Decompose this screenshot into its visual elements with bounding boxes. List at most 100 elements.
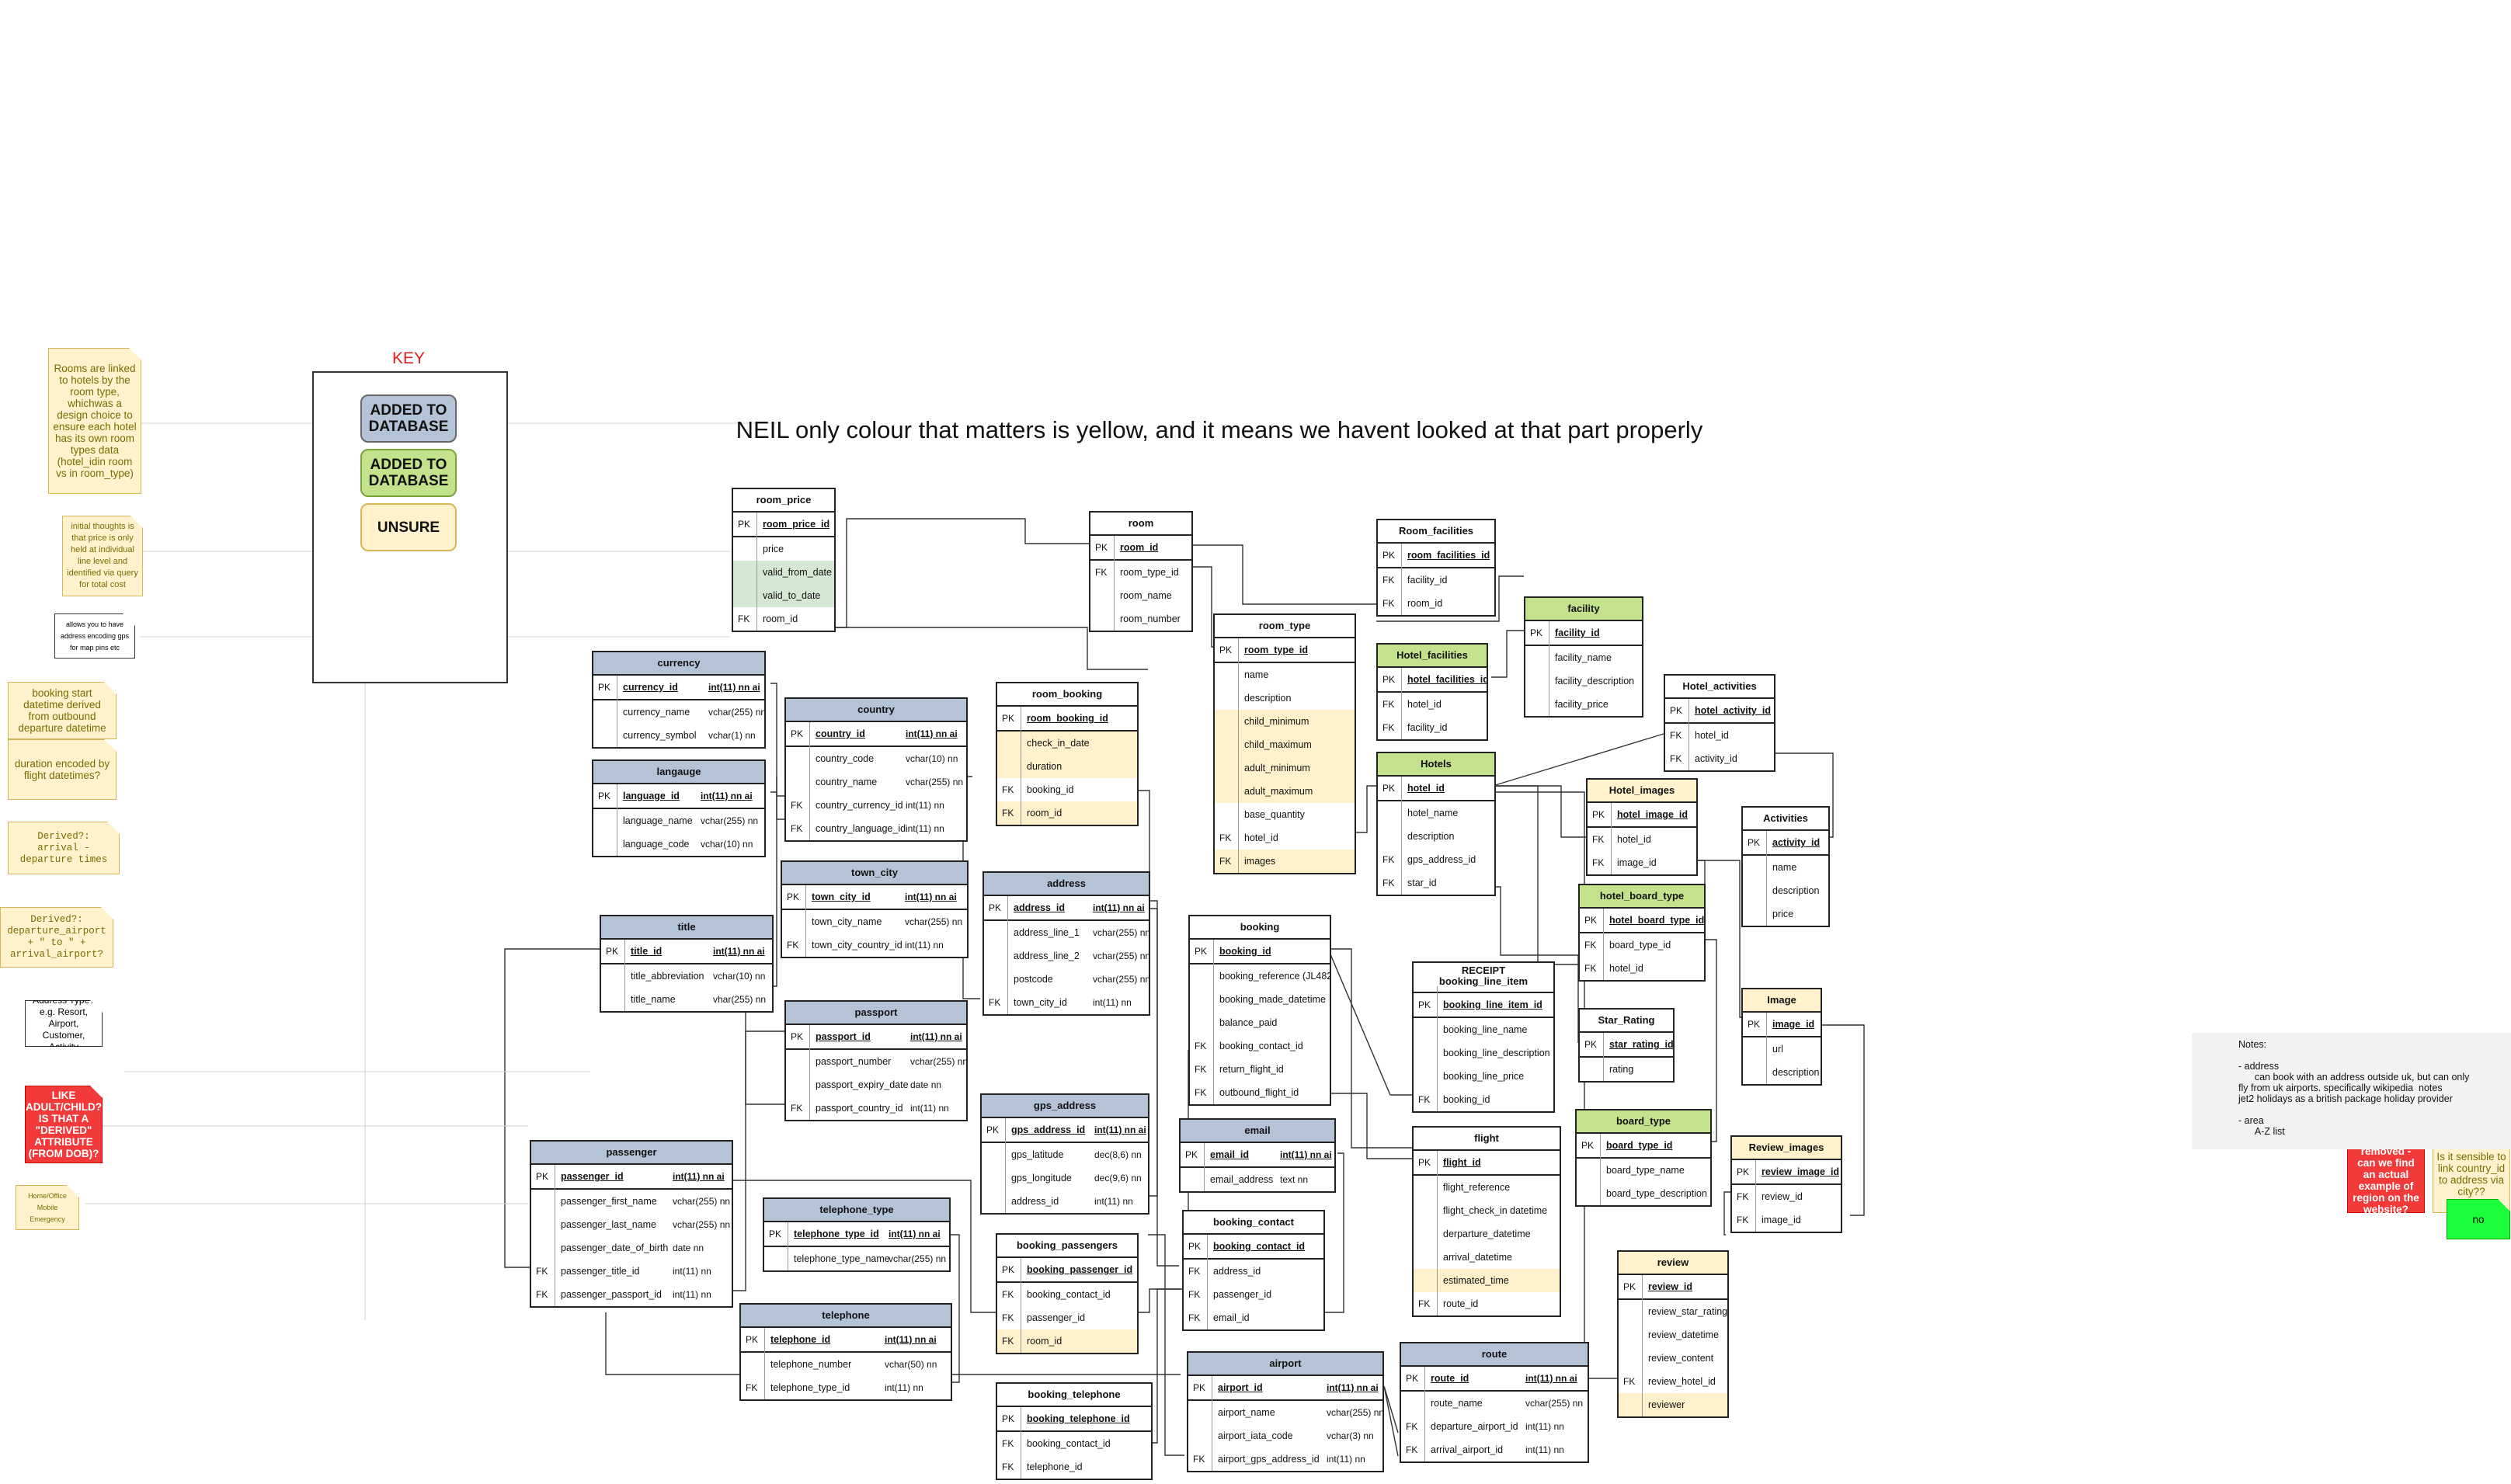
attribute-row[interactable]: valid_to_date [733,584,834,607]
sticky-note[interactable]: duration encoded by flight datetimes? [8,739,117,800]
attribute-row[interactable]: description [1215,686,1355,710]
attribute-row[interactable]: child_maximum [1215,733,1355,756]
attribute-row[interactable]: derparture_datetime [1414,1222,1560,1246]
attribute-row[interactable]: adult_maximum [1215,780,1355,803]
attribute-row[interactable]: rating [1580,1058,1673,1081]
sticky-note[interactable]: Home/Office Mobile Emergency [16,1185,79,1230]
attribute-row[interactable]: url [1743,1037,1821,1061]
attribute-row[interactable]: booking_reference (JL482 [1190,964,1330,988]
attribute-row[interactable]: flight_reference [1414,1176,1560,1199]
attribute-row[interactable]: booking_line_name [1414,1018,1553,1041]
attribute-row[interactable]: check_in_date [997,732,1137,755]
attribute-row[interactable]: estimated_time [1414,1269,1560,1292]
sticky-note[interactable]: booking start datetime derived from outb… [8,682,117,739]
sticky-note[interactable]: initial thoughts is that price is only h… [62,516,143,596]
sticky-note[interactable]: no [2447,1199,2510,1239]
attribute-row[interactable]: review_star_rating [1619,1300,1727,1323]
attribute-row[interactable]: description [1743,1061,1821,1084]
attribute-row[interactable]: description [1378,825,1494,848]
attribute-row[interactable]: child_minimum [1215,710,1355,733]
attribute-row[interactable]: adult_minimum [1215,756,1355,780]
attribute-row[interactable]: reviewer [1619,1393,1727,1416]
attribute-row[interactable]: name [1215,663,1355,686]
sticky-note[interactable]: Rooms are linked to hotels by the room t… [48,348,141,494]
attribute-row[interactable]: description [1743,879,1828,902]
attribute-row[interactable]: review_content [1619,1347,1727,1370]
attribute-row[interactable]: booking_line_description [1414,1041,1553,1065]
